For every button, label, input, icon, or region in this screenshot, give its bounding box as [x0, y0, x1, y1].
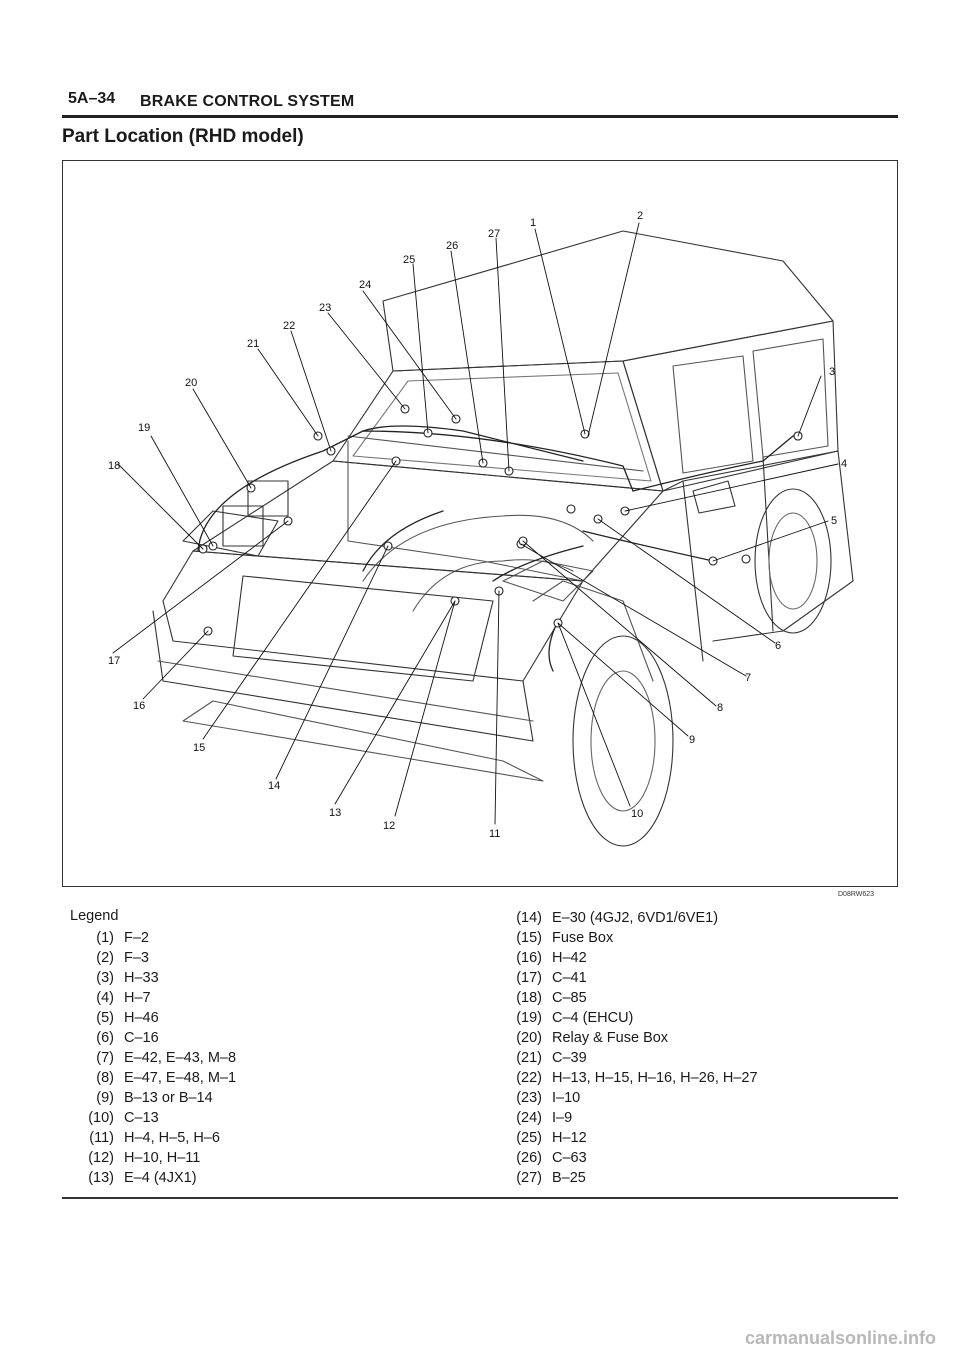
- legend-item: (13)E–4 (4JX1): [88, 1170, 197, 1186]
- watermark: carmanualsonline.info: [745, 1328, 937, 1348]
- legend-item: (17)C–41: [516, 970, 587, 986]
- legend-item: (10)C–13: [88, 1110, 159, 1126]
- legend-item: (3)H–33: [96, 970, 159, 986]
- callout-25: 25: [403, 254, 415, 266]
- legend-item: (11)H–4, H–5, H–6: [89, 1130, 220, 1146]
- legend-item: (25)H–12: [516, 1130, 587, 1146]
- bumper: [152, 610, 534, 742]
- legend-item: (9)B–13 or B–14: [96, 1090, 213, 1106]
- callout-7: 7: [745, 672, 751, 684]
- callout-10: 10: [631, 808, 643, 820]
- callout-2: 2: [637, 210, 643, 222]
- legend-title: Legend: [70, 908, 119, 924]
- side-window-frame: [622, 320, 839, 492]
- callout-5: 5: [831, 515, 837, 527]
- callout-18: 18: [108, 460, 120, 472]
- legend-column-left: (1)F–2 (2)F–3 (3)H–33 (4)H–7 (5)H–46 (6)…: [62, 928, 236, 1188]
- rear-wheel: [754, 488, 832, 634]
- section-number: 5A–34: [68, 90, 116, 107]
- legend-item: (22)H–13, H–15, H–16, H–26, H–27: [516, 1070, 758, 1086]
- callout-12: 12: [383, 820, 395, 832]
- callout-27: 27: [488, 228, 500, 240]
- legend-item: (7)E–42, E–43, M–8: [96, 1050, 237, 1066]
- callout-6: 6: [775, 640, 781, 652]
- legend-item: (5)H–46: [96, 1010, 159, 1026]
- callout-8: 8: [717, 702, 723, 714]
- legend-item: (23)I–10: [516, 1090, 581, 1106]
- figure-code: D08RW623: [838, 891, 875, 898]
- vehicle-illustration: 1 2 3 4 5 6 7 8 9 10 11 12 13 14 15 16 1…: [108, 210, 854, 847]
- callout-3: 3: [829, 366, 835, 378]
- front-wheel: [572, 635, 674, 847]
- callout-19: 19: [138, 422, 150, 434]
- headlight: [182, 510, 279, 557]
- legend-item: (16)H–42: [516, 950, 587, 966]
- side-mirror: [692, 480, 736, 514]
- callout-4: 4: [841, 458, 847, 470]
- legend-item: (24)I–9: [516, 1110, 573, 1126]
- callout-21: 21: [247, 338, 259, 350]
- legend-column-right: (14)E–30 (4GJ2, 6VD1/6VE1) (15)Fuse Box …: [498, 908, 758, 1188]
- legend-item: (6)C–16: [96, 1030, 159, 1046]
- legend-item: (20)Relay & Fuse Box: [516, 1030, 669, 1046]
- legend-item: (21)C–39: [516, 1050, 587, 1066]
- callout-15: 15: [193, 742, 205, 754]
- chapter-title: BRAKE CONTROL SYSTEM: [140, 93, 355, 110]
- legend-item: (4)H–7: [96, 990, 151, 1006]
- relay-fuse-box: [247, 480, 289, 517]
- callout-23: 23: [319, 302, 331, 314]
- header-rule: [62, 115, 898, 118]
- callout-11: 11: [489, 828, 500, 840]
- legend-item: (15)Fuse Box: [516, 930, 614, 946]
- roof-outline: [382, 230, 834, 372]
- callout-17: 17: [108, 655, 120, 667]
- section-title: Part Location (RHD model): [62, 126, 304, 147]
- legend-item: (19)C–4 (EHCU): [516, 1010, 634, 1026]
- legend-item: (27)B–25: [516, 1170, 586, 1186]
- callout-26: 26: [446, 240, 458, 252]
- legend-item: (14)E–30 (4GJ2, 6VD1/6VE1): [516, 910, 719, 926]
- legend-item: (2)F–3: [96, 950, 149, 966]
- callout-16: 16: [133, 700, 145, 712]
- wiring-harness: [197, 430, 634, 552]
- legend-item: (18)C–85: [516, 990, 587, 1006]
- legend-item: (26)C–63: [516, 1150, 587, 1166]
- callout-20: 20: [185, 377, 197, 389]
- legend-item: (1)F–2: [96, 930, 149, 946]
- footer-rule: [62, 1197, 898, 1199]
- callout-22: 22: [283, 320, 295, 332]
- part-location-figure: 1 2 3 4 5 6 7 8 9 10 11 12 13 14 15 16 1…: [62, 160, 898, 887]
- body-side: [662, 450, 854, 642]
- callout-9: 9: [689, 734, 695, 746]
- grille: [232, 575, 494, 682]
- front-fascia: [162, 550, 584, 682]
- legend-item: (12)H–10, H–11: [88, 1150, 201, 1166]
- callout-1: 1: [530, 217, 536, 229]
- callout-24: 24: [359, 279, 371, 291]
- callout-13: 13: [329, 807, 341, 819]
- legend-item: (8)E–47, E–48, M–1: [96, 1070, 237, 1086]
- callout-14: 14: [268, 780, 280, 792]
